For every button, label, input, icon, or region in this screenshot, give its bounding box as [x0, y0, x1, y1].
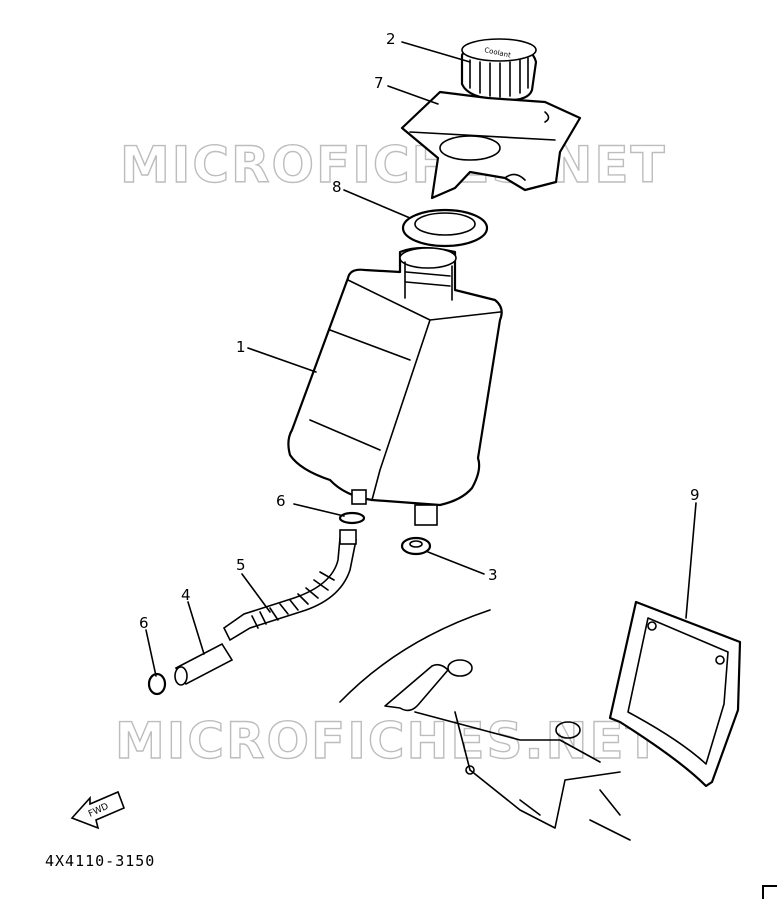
diagram-code: 4X4110-3150: [45, 852, 155, 870]
callout-6-upper: 6: [276, 492, 286, 510]
callout-8: 8: [332, 178, 342, 196]
callouts: 2 7 8 1 6 3 5 4 6 9: [139, 30, 700, 632]
fwd-arrow-icon: FWD: [70, 790, 126, 830]
part-gasket: [401, 208, 489, 248]
callout-7: 7: [374, 74, 384, 92]
callout-4: 4: [181, 586, 191, 604]
callout-1: 1: [236, 338, 246, 356]
callout-5: 5: [236, 556, 246, 574]
part-pipe: [174, 642, 234, 686]
watermark-bottom: MICROFICHES.NET: [115, 712, 662, 770]
callout-2: 2: [386, 30, 396, 48]
corner-mark: [762, 885, 777, 899]
callout-3: 3: [488, 566, 498, 584]
leader-lines: [145, 41, 697, 677]
part-grommet: [400, 536, 432, 556]
watermark-top: MICROFICHES.NET: [120, 136, 667, 194]
part-hose: [222, 529, 357, 642]
frame-sketch: [339, 609, 631, 841]
part-mount-plate: [608, 600, 742, 788]
callout-9: 9: [690, 486, 700, 504]
part-reservoir-tank: [287, 246, 503, 526]
part-clip-lower: [147, 672, 167, 696]
callout-6-lower: 6: [139, 614, 149, 632]
part-clip-upper: [338, 511, 366, 525]
part-bracket: [400, 90, 582, 200]
part-cap: Coolant: [460, 38, 538, 102]
